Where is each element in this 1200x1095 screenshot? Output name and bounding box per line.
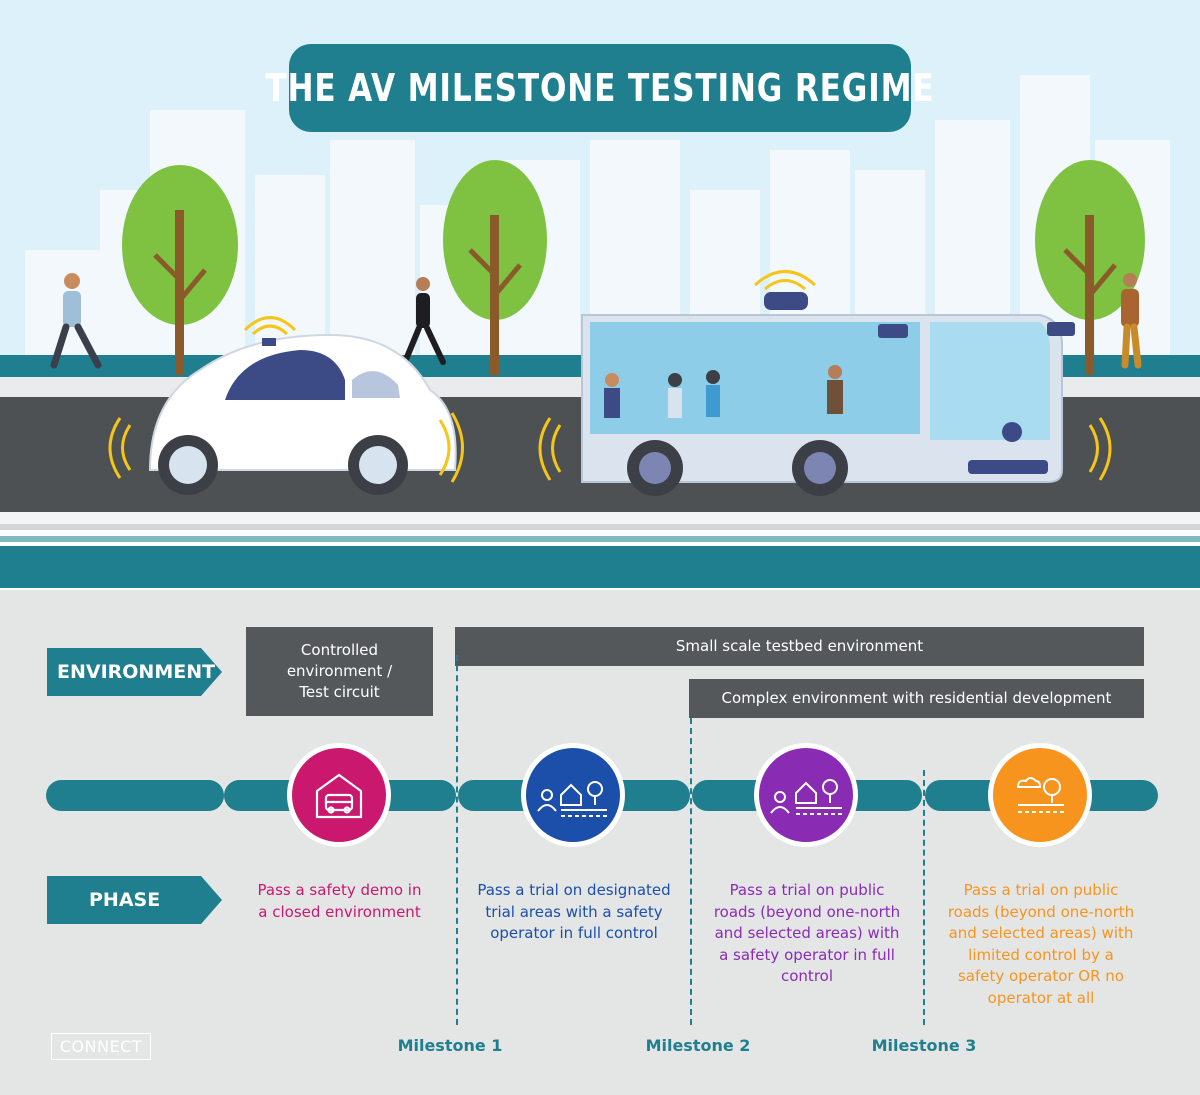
timeline-segment: [46, 780, 224, 811]
operator-buildings-icon: [537, 781, 607, 817]
milestone-2-divider: [690, 718, 692, 1025]
pedestrian-2: [402, 277, 446, 365]
cloud-tree-road-icon: [1016, 777, 1064, 813]
autonomous-shuttle: [538, 270, 1112, 496]
env-controlled: Controlled environment / Test circuit: [246, 627, 433, 716]
environment-label: ENVIRONMENT: [47, 648, 222, 696]
pedestrian-3: [1121, 273, 1142, 369]
operator-buildings-icon: [770, 779, 842, 815]
phase-4-text: Pass a trial on public roads (beyond one…: [947, 881, 1135, 1007]
environment-label-text: ENVIRONMENT: [57, 661, 216, 683]
title-banner: THE AV MILESTONE TESTING REGIME: [265, 44, 934, 132]
phase-label: PHASE: [47, 876, 222, 924]
brand-text: CONNECT: [59, 1037, 143, 1056]
phase-1-text: Pass a safety demo in a closed environme…: [257, 881, 422, 921]
milestone-3-label: Milestone 3: [871, 1036, 977, 1055]
vehicle-garage-icon: [315, 773, 363, 819]
page-title: THE AV MILESTONE TESTING REGIME: [265, 66, 935, 110]
phase-1-circle: [287, 743, 391, 847]
milestone-3-divider: [923, 770, 925, 1025]
pedestrian-1: [50, 273, 102, 369]
connect-logo: CONNECT: [51, 1033, 151, 1060]
phase-2-text: Pass a trial on designated trial areas w…: [477, 881, 671, 942]
autonomous-car: [108, 316, 464, 495]
tree-left: [122, 165, 238, 375]
phase-4-circle: [988, 743, 1092, 847]
env-small-scale: Small scale testbed environment: [455, 627, 1144, 666]
phase-3-circle: [754, 743, 858, 847]
scene-divider-band: [0, 546, 1200, 588]
phase-label-text: PHASE: [89, 889, 161, 911]
tree-center: [443, 160, 547, 375]
milestone-2-label: Milestone 2: [645, 1036, 751, 1055]
env-complex-text: Complex environment with residential dev…: [721, 689, 1112, 707]
milestone-1-label: Milestone 1: [397, 1036, 503, 1055]
env-complex: Complex environment with residential dev…: [689, 679, 1144, 718]
phase-3-text: Pass a trial on public roads (beyond one…: [713, 881, 901, 985]
tree-right: [1035, 160, 1145, 375]
env-controlled-text: Controlled environment / Test circuit: [286, 641, 393, 701]
env-small-scale-text: Small scale testbed environment: [675, 637, 924, 655]
milestone-1-divider: [456, 655, 458, 1025]
phase-2-circle: [521, 743, 625, 847]
